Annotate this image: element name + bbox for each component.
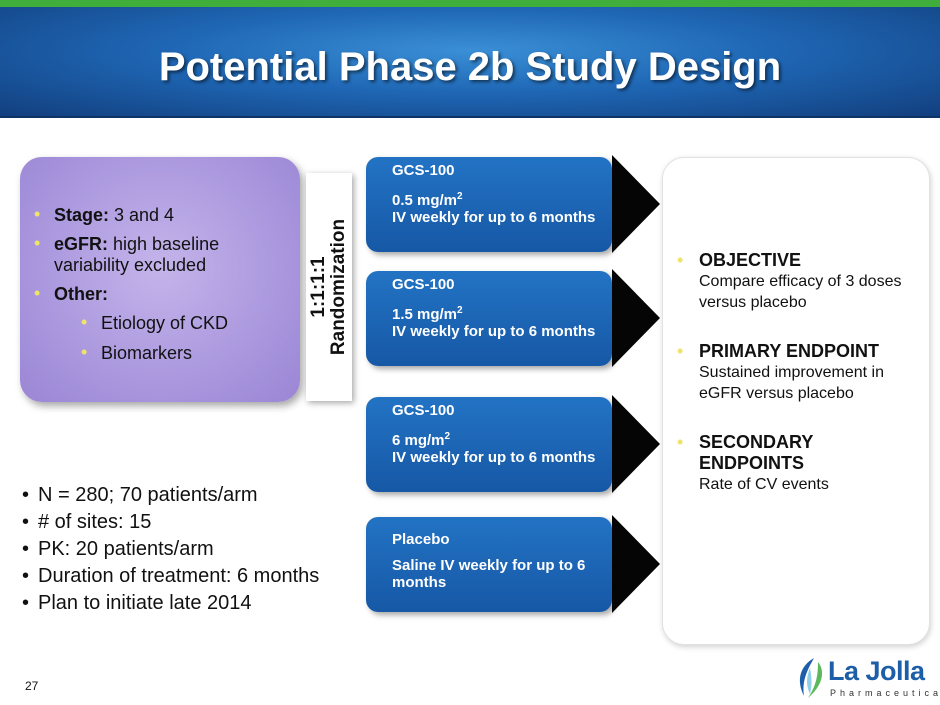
outcome-heading: SECONDARY ENDPOINTS [699,432,814,473]
bullet-icon: • [81,312,88,332]
treatment-arm-3: GCS-100 6 mg/m2 IV weekly for up to 6 mo… [366,397,612,492]
logo-name: La Jolla [828,656,925,686]
randomization-word: Randomization [328,218,349,356]
arm-arrow-1 [612,155,660,253]
arm-schedule: Saline IV weekly for up to 6 months [392,557,586,591]
study-fact: • Duration of treatment: 6 months [22,563,322,590]
criteria-text: high baseline variability excluded [54,234,220,275]
arm-arrow-2 [612,269,660,367]
bullet-icon: • [34,283,41,303]
criteria-subitem-text: Etiology of CKD [101,313,229,333]
criteria-item-egfr: • eGFR: high baseline variability exclud… [34,233,282,276]
study-fact-text: Duration of treatment: 6 months [38,565,320,587]
outcome-text: Rate of CV events [699,476,829,493]
treatment-arm-placebo: Placebo Saline IV weekly for up to 6 mon… [366,517,612,612]
bullet-icon: • [677,432,684,452]
study-fact-text: Plan to initiate late 2014 [38,592,252,614]
logo-leaf-icon [799,658,823,698]
bullet-icon: • [22,511,30,533]
slide-header: Potential Phase 2b Study Design [0,7,940,118]
arm-dose-value: 0.5 mg/m [392,192,458,209]
study-fact-text: # of sites: 15 [38,511,152,533]
outcome-secondary-endpoints: • SECONDARY ENDPOINTS Rate of CV events [677,432,915,495]
criteria-label: Other: [54,284,108,304]
arm-dose-exponent: 2 [457,305,463,316]
arm-dose: 6 mg/m2 [392,428,602,449]
page-number: 27 [25,679,39,693]
outcome-heading: OBJECTIVE [699,250,802,270]
outcome-text: Sustained improvement in eGFR versus pla… [699,364,884,402]
outcomes-box: • OBJECTIVE Compare efficacy of 3 doses … [662,157,930,645]
outcome-primary-endpoint: • PRIMARY ENDPOINT Sustained improvement… [677,341,915,404]
arm-schedule: IV weekly for up to 6 months [392,209,596,226]
bullet-icon: • [34,233,41,253]
criteria-item-stage: • Stage: 3 and 4 [34,204,282,226]
criteria-label: Stage: [54,205,110,225]
arm-dose-exponent: 2 [444,431,451,442]
outcome-objective: • OBJECTIVE Compare efficacy of 3 doses … [677,250,915,313]
arm-dose-value: 6 mg/m [392,432,445,449]
bullet-icon: • [22,538,30,560]
study-fact: • Plan to initiate late 2014 [22,590,322,617]
top-green-stripe [0,0,940,7]
criteria-subitem: • Biomarkers [81,342,282,364]
logo-subtitle: Pharmaceutical [830,688,940,698]
slide-title: Potential Phase 2b Study Design [158,45,782,89]
arm-dose-value: 1.5 mg/m [392,306,458,323]
arm-dose: 1.5 mg/m2 [392,302,602,323]
study-fact: • PK: 20 patients/arm [22,536,322,563]
arm-arrow-3 [612,395,660,493]
study-fact: • N = 280; 70 patients/arm [22,482,322,509]
arm-drug: GCS-100 [392,402,455,419]
inclusion-criteria-box: • Stage: 3 and 4 • eGFR: high baseline v… [20,157,300,402]
arm-drug: Placebo [392,531,450,548]
bullet-icon: • [22,484,30,506]
randomization-label: 1:1:1:1 Randomization [308,218,349,356]
bullet-icon: • [81,342,88,362]
criteria-label: eGFR: [54,234,108,254]
randomization-ratio: 1:1:1:1 [308,256,329,318]
randomization-box: 1:1:1:1 Randomization [306,173,352,401]
criteria-text: 3 and 4 [109,205,175,225]
arm-schedule: IV weekly for up to 6 months [392,449,596,466]
criteria-item-other: • Other: [34,283,282,305]
bullet-icon: • [34,204,41,224]
study-fact: • # of sites: 15 [22,509,322,536]
arm-drug: GCS-100 [392,162,455,179]
bullet-icon: • [22,565,30,587]
arm-schedule: IV weekly for up to 6 months [392,323,596,340]
company-logo: La Jolla Pharmaceutical [792,656,940,700]
study-fact-text: PK: 20 patients/arm [38,538,214,560]
arm-dose: 0.5 mg/m2 [392,188,602,209]
treatment-arm-2: GCS-100 1.5 mg/m2 IV weekly for up to 6 … [366,271,612,366]
criteria-subitem: • Etiology of CKD [81,312,282,334]
outcome-heading: PRIMARY ENDPOINT [699,341,880,361]
bullet-icon: • [22,592,30,614]
bullet-icon: • [677,341,684,361]
study-facts-list: • N = 280; 70 patients/arm • # of sites: 1… [22,482,322,617]
study-fact-text: N = 280; 70 patients/arm [38,484,258,506]
arm-arrow-4 [612,515,660,613]
treatment-arm-1: GCS-100 0.5 mg/m2 IV weekly for up to 6 … [366,157,612,252]
criteria-subitem-text: Biomarkers [101,343,193,363]
bullet-icon: • [677,250,684,270]
arm-drug: GCS-100 [392,276,455,293]
outcome-text: Compare efficacy of 3 doses versus place… [699,273,902,311]
arm-dose-exponent: 2 [457,191,463,202]
